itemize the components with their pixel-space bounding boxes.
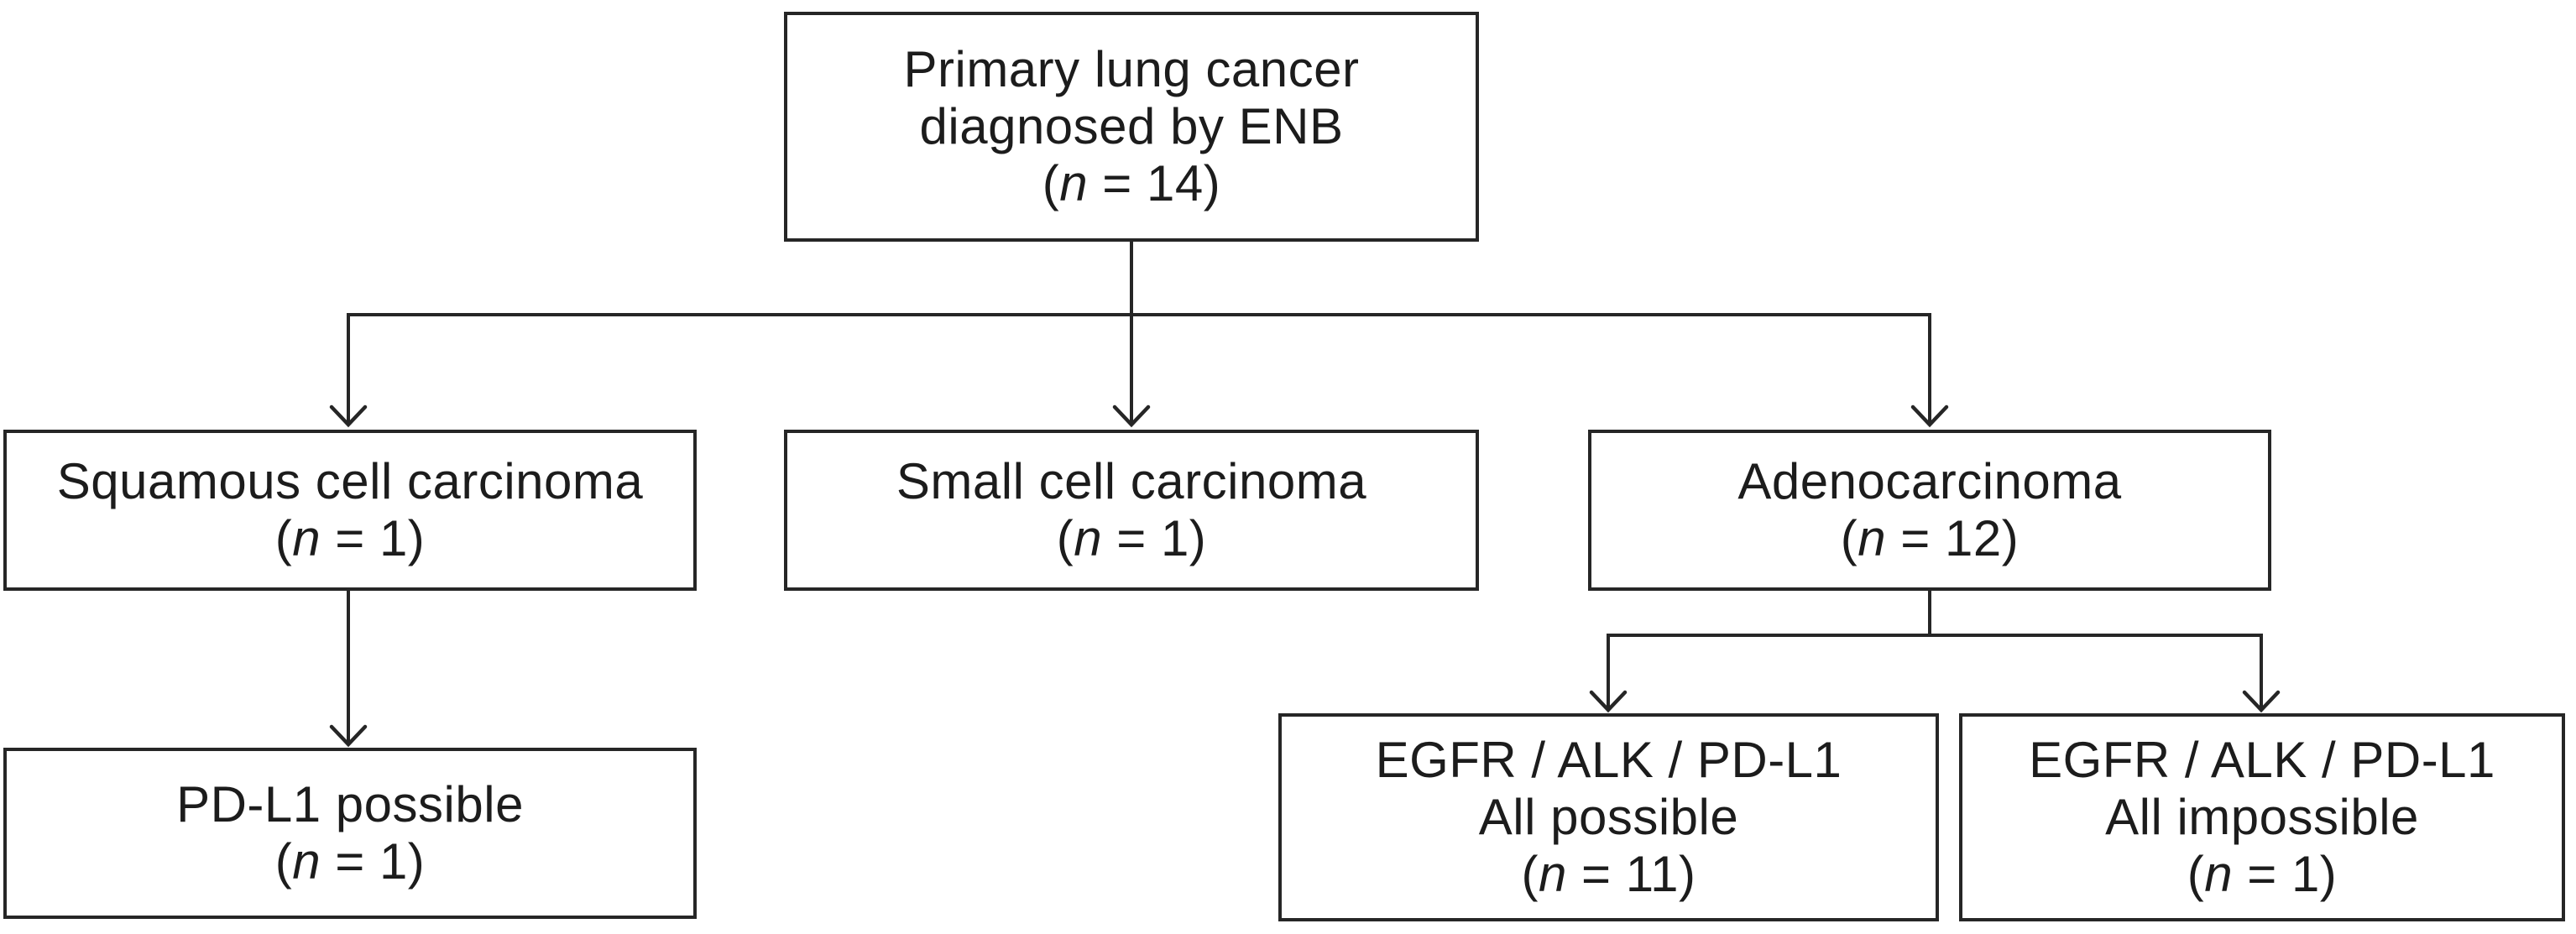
node-pdl1-possible: PD-L1 possible (n = 1) (3, 748, 697, 919)
node-text-line: PD-L1 possible (176, 776, 524, 832)
node-count: (n = 14) (1042, 155, 1221, 211)
node-squamous-cell-carcinoma: Squamous cell carcinoma (n = 1) (3, 430, 697, 591)
node-text-line: Primary lung cancer (903, 41, 1360, 97)
node-count: (n = 1) (274, 833, 426, 890)
node-count: (n = 11) (1521, 846, 1696, 902)
node-text-line: Squamous cell carcinoma (56, 453, 644, 509)
node-small-cell-carcinoma: Small cell carcinoma (n = 1) (784, 430, 1479, 591)
node-text-line: All impossible (2105, 789, 2419, 845)
node-count: (n = 12) (1840, 510, 2020, 566)
node-primary-lung-cancer: Primary lung cancer diagnosed by ENB (n … (784, 12, 1479, 242)
node-text-line: Small cell carcinoma (896, 453, 1367, 509)
node-count: (n = 1) (1056, 510, 1207, 566)
node-text-line: Adenocarcinoma (1737, 453, 2122, 509)
node-text-line: EGFR / ALK / PD-L1 (1375, 732, 1842, 788)
node-count: (n = 1) (274, 510, 426, 566)
node-egfr-alk-pdl1-all-possible: EGFR / ALK / PD-L1 All possible (n = 11) (1278, 713, 1939, 921)
node-text-line: EGFR / ALK / PD-L1 (2029, 732, 2495, 788)
node-egfr-alk-pdl1-all-impossible: EGFR / ALK / PD-L1 All impossible (n = 1… (1959, 713, 2565, 921)
node-adenocarcinoma: Adenocarcinoma (n = 12) (1588, 430, 2271, 591)
node-count: (n = 1) (2187, 846, 2338, 902)
node-text-line: diagnosed by ENB (919, 98, 1344, 154)
node-text-line: All possible (1478, 789, 1739, 845)
